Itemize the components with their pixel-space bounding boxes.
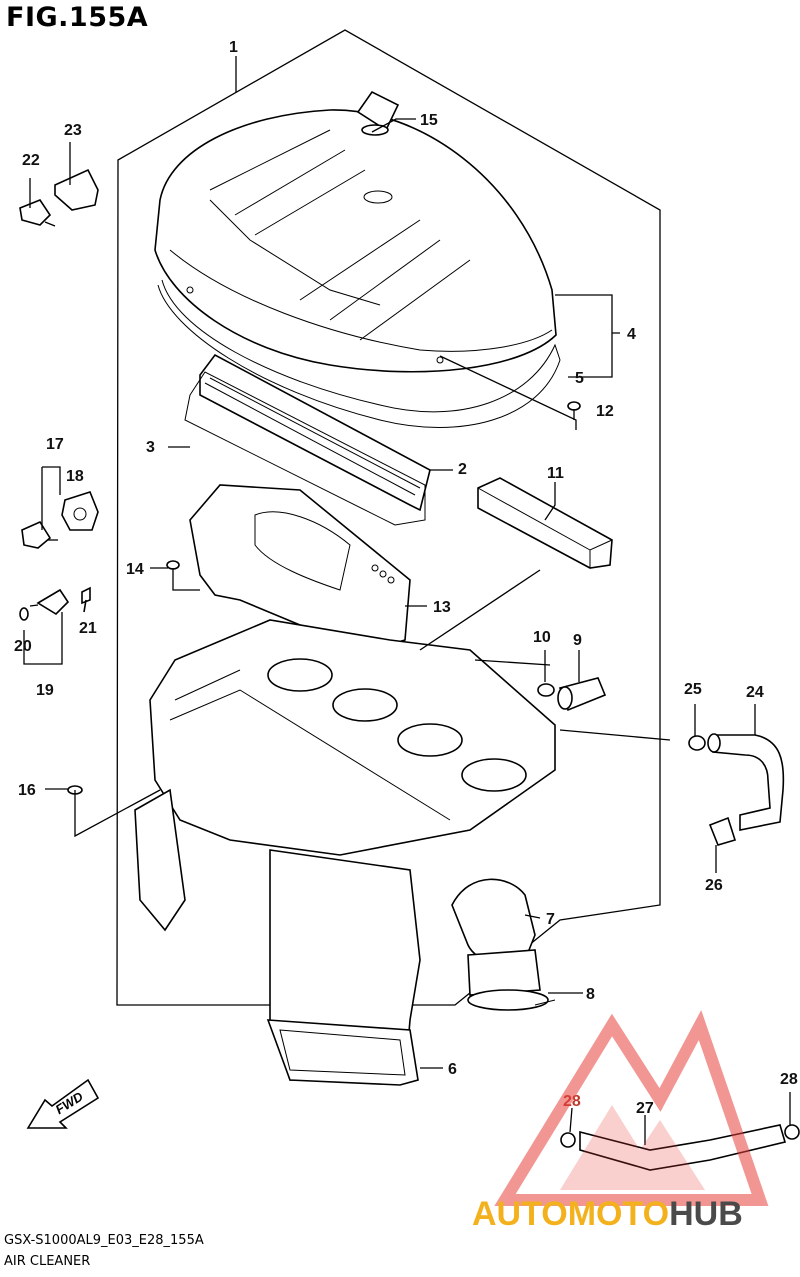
callout-25[interactable]: 25 xyxy=(684,681,702,698)
callout-15[interactable]: 15 xyxy=(420,112,438,129)
callout-22[interactable]: 22 xyxy=(22,152,40,169)
watermark-logo xyxy=(494,1010,769,1206)
callout-27[interactable]: 27 xyxy=(636,1100,654,1117)
callout-8[interactable]: 8 xyxy=(586,986,595,1003)
filter-seal xyxy=(184,371,426,526)
fwd-arrow: FWD xyxy=(26,1078,100,1129)
callout-10[interactable]: 10 xyxy=(533,629,551,646)
callout-28-right[interactable]: 28 xyxy=(780,1071,798,1088)
callout-3[interactable]: 3 xyxy=(146,439,155,456)
watermark-text: AUTOMOTOHUB xyxy=(472,1195,743,1233)
bolt-16 xyxy=(67,785,83,805)
assembly-boundary xyxy=(116,29,661,1006)
callout-11[interactable]: 11 xyxy=(547,465,564,482)
sensor-22 xyxy=(19,199,56,227)
callout-labels: 1 2 3 4 5 6 7 8 9 10 11 12 13 14 15 16 1… xyxy=(14,39,798,1117)
callout-5[interactable]: 5 xyxy=(575,370,584,387)
callout-24[interactable]: 24 xyxy=(746,684,764,701)
callout-17[interactable]: 17 xyxy=(46,436,64,453)
figure-title: FIG.155A xyxy=(6,2,149,33)
callout-2[interactable]: 2 xyxy=(458,461,467,478)
callout-26[interactable]: 26 xyxy=(705,877,723,894)
screw-21 xyxy=(81,586,91,613)
drain-pipe xyxy=(557,677,607,712)
cover-gasket xyxy=(157,279,561,428)
sensor-19 xyxy=(29,588,70,616)
foam-block xyxy=(477,477,613,569)
callout-14[interactable]: 14 xyxy=(126,561,144,578)
callout-16[interactable]: 16 xyxy=(18,782,36,799)
grommet-part xyxy=(537,683,555,697)
cap-part xyxy=(356,90,400,136)
callout-1[interactable]: 1 xyxy=(229,39,238,56)
breather-hose xyxy=(688,733,785,846)
callout-4[interactable]: 4 xyxy=(627,326,636,343)
callout-23[interactable]: 23 xyxy=(64,122,82,139)
upper-cover xyxy=(154,109,557,373)
callout-21[interactable]: 21 xyxy=(79,620,97,637)
o-ring-20 xyxy=(19,607,29,621)
air-filter-element xyxy=(199,353,431,512)
callout-6[interactable]: 6 xyxy=(448,1061,457,1078)
sensor-17 xyxy=(21,520,58,549)
callout-9[interactable]: 9 xyxy=(573,632,582,649)
intake-boot xyxy=(451,878,556,1011)
screw-14 xyxy=(166,560,180,580)
leader-lines xyxy=(23,56,791,1145)
bracket-23 xyxy=(54,168,99,211)
screw-12 xyxy=(567,401,581,420)
callout-18[interactable]: 18 xyxy=(66,468,84,485)
callout-13[interactable]: 13 xyxy=(433,599,451,616)
figure-name: AIR CLEANER xyxy=(4,1254,91,1269)
bracket-18 xyxy=(61,491,99,531)
callout-20[interactable]: 20 xyxy=(14,638,32,655)
callout-19[interactable]: 19 xyxy=(36,682,54,699)
callout-7[interactable]: 7 xyxy=(546,911,555,928)
figure-code: GSX-S1000AL9_E03_E28_155A xyxy=(4,1233,204,1248)
lower-case xyxy=(134,619,556,1086)
callout-12[interactable]: 12 xyxy=(596,403,614,420)
